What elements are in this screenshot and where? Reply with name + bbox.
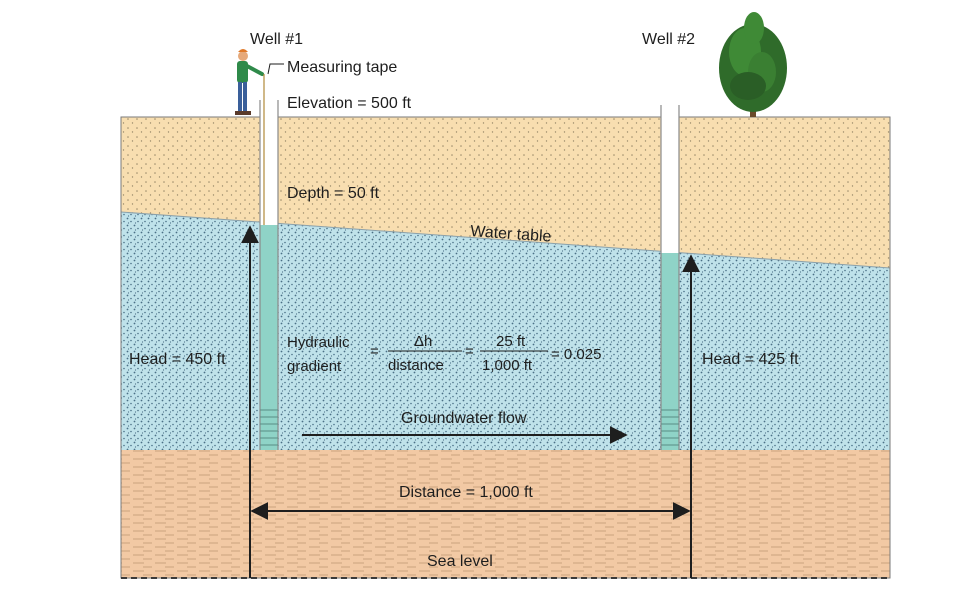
well-1-label: Well #1 (250, 31, 303, 48)
well-2-screen (661, 409, 679, 446)
well-2-water (661, 253, 679, 450)
tree-icon (719, 12, 787, 117)
well-1-screen (260, 409, 278, 446)
elevation-label: Elevation = 500 ft (287, 95, 412, 112)
distance-label: Distance = 1,000 ft (399, 484, 533, 501)
water-table-label: Water table (470, 223, 552, 246)
formula-term-line-1: Hydraulic (287, 334, 350, 351)
formula-equals-1: = (370, 343, 379, 360)
sea-level-label: Sea level (427, 553, 493, 570)
formula-numerator-1: Δh (414, 333, 432, 350)
person-icon (235, 49, 264, 115)
water-table-line (120, 211, 891, 269)
formula-denominator-2: 1,000 ft (482, 357, 533, 374)
head-left-label: Head = 450 ft (129, 351, 226, 368)
formula-denominator-1: distance (388, 357, 444, 374)
hydraulic-gradient-formula: Hydraulic gradient = Δh distance = 25 ft… (287, 333, 601, 375)
formula-result: = 0.025 (551, 346, 601, 363)
depth-label: Depth = 50 ft (287, 185, 380, 202)
measuring-tape-label: Measuring tape (287, 59, 397, 76)
formula-numerator-2: 25 ft (496, 333, 526, 350)
well-2 (660, 105, 680, 450)
well-1-water (260, 225, 278, 450)
groundwater-flow-label: Groundwater flow (401, 410, 527, 427)
formula-equals-2: = (465, 343, 474, 360)
well-2-label: Well #2 (642, 31, 695, 48)
formula-term-line-2: gradient (287, 358, 342, 375)
head-right-label: Head = 425 ft (702, 351, 799, 368)
measuring-tape-leader (267, 63, 284, 75)
well-1 (259, 100, 279, 450)
